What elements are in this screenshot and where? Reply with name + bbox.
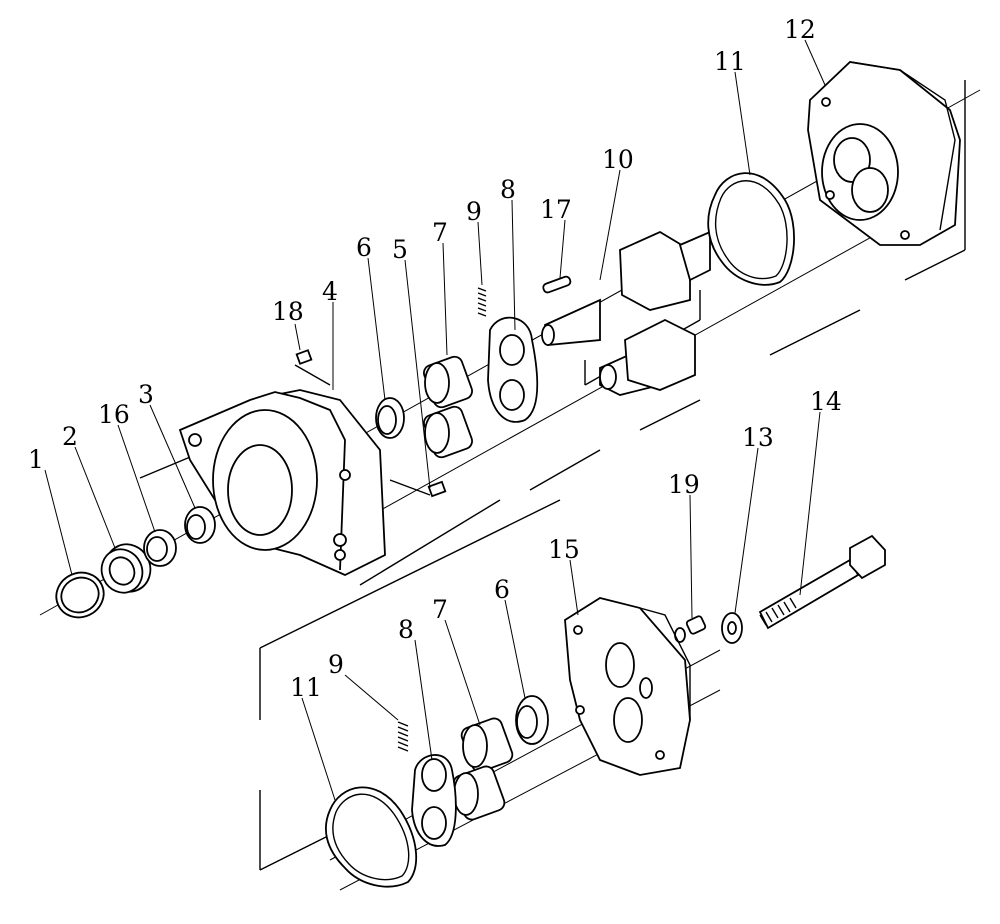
callout-4: 4 [322,277,338,306]
part-6-wear-ring-lower [515,695,549,745]
idler-gear [599,318,696,396]
callout-13: 13 [742,423,774,452]
part-10-drive-gear [541,230,711,346]
callout-7-upper: 7 [432,218,448,247]
callout-7-lower: 7 [432,595,448,624]
leader-lines [44,39,826,801]
callout-9-upper: 9 [466,197,482,226]
part-2-bearing [100,543,152,594]
part-15-back-plate [564,597,691,776]
part-4-front-housing [178,389,386,576]
callout-12: 12 [784,15,816,44]
part-3-seal [184,506,216,544]
callout-14: 14 [810,387,842,416]
callout-labels: 1 2 16 3 18 4 6 5 7 9 8 17 10 11 12 14 1… [28,15,842,702]
callout-5: 5 [392,235,408,264]
part-7-needle-bearings-upper [423,355,473,459]
callout-6-upper: 6 [356,233,372,262]
callout-1: 1 [28,445,44,474]
callout-17: 17 [540,195,572,224]
callout-18: 18 [272,297,304,326]
part-16-seal [143,529,177,567]
callout-8-upper: 8 [500,175,516,204]
callout-9-lower: 9 [328,650,344,679]
callout-10: 10 [602,145,634,174]
part-17-key [542,275,572,294]
callout-2: 2 [62,422,78,451]
part-9-spring-lower [397,721,409,752]
part-8-bushing-lower [411,754,457,847]
part-5-screw [427,480,447,498]
callout-11-upper: 11 [714,47,746,76]
part-1-snap-ring [55,571,105,619]
part-19-plug [674,615,707,643]
callout-19: 19 [668,470,700,499]
part-7-needle-bearings-lower [452,717,514,821]
callout-6-lower: 6 [494,575,510,604]
part-13-washer [721,612,743,644]
callout-15: 15 [548,535,580,564]
part-8-bushing-upper [487,316,539,423]
part-11-gasket-upper [707,172,795,286]
callout-11-lower: 11 [290,673,322,702]
part-12-rear-housing [807,61,961,246]
part-18-screw [295,349,313,365]
part-9-spring-upper [477,287,487,317]
part-14-bolt [758,534,886,630]
part-11-gasket-lower [324,786,418,888]
callout-3: 3 [138,380,154,409]
part-6-wear-ring-upper [375,397,405,439]
callout-16: 16 [98,400,130,429]
callout-8-lower: 8 [398,615,414,644]
